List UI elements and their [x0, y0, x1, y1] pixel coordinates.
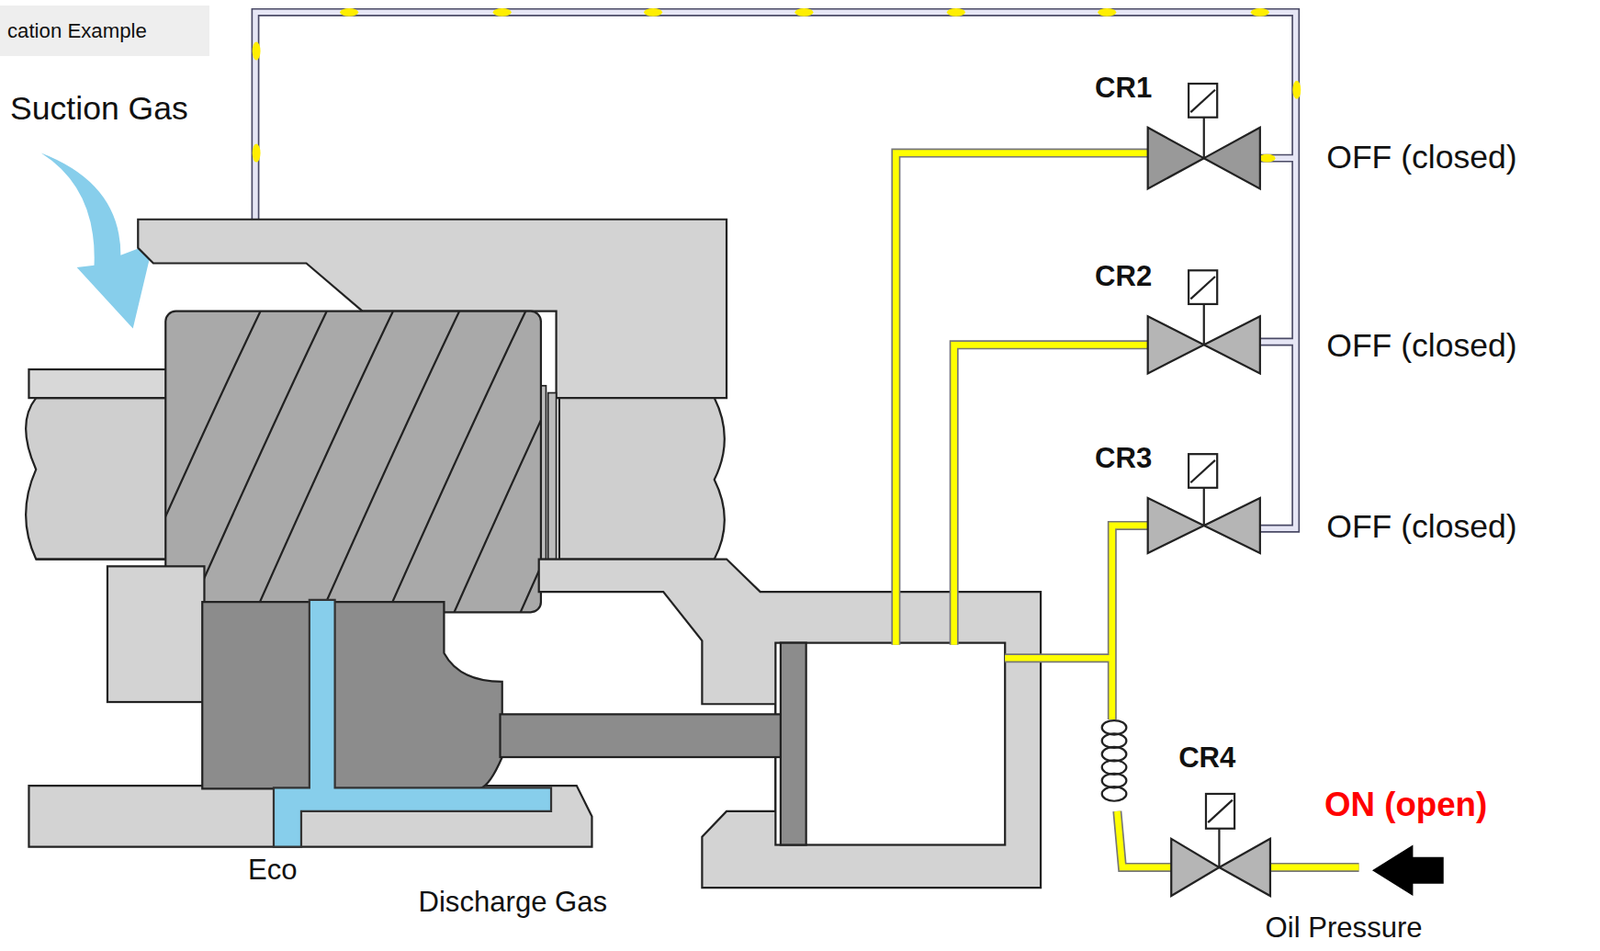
- eco-channel: [273, 599, 552, 847]
- suction-arrow: [41, 153, 154, 329]
- part-label: CR1: [1094, 71, 1152, 105]
- part-label: CR2: [1094, 259, 1152, 293]
- part-label: Eco: [247, 853, 298, 887]
- part-label: Discharge Gas: [417, 885, 608, 919]
- left-shaft: [25, 369, 169, 560]
- part-label: OFF (closed): [1326, 326, 1517, 365]
- part-label: CR3: [1094, 441, 1152, 475]
- screw-rotor: [165, 311, 541, 613]
- shaft-ring: [548, 393, 557, 560]
- piston: [780, 642, 807, 846]
- slide-valve: [202, 601, 502, 789]
- part-label: Oil Pressure: [1265, 911, 1423, 945]
- oil-droplets: [252, 8, 1302, 163]
- title-text: cation Example: [7, 19, 201, 44]
- title-tab: cation Example: [0, 5, 210, 57]
- solenoid-valve: [1148, 270, 1261, 373]
- part-label: ON (open): [1324, 785, 1488, 824]
- part-label: Suction Gas: [10, 90, 189, 128]
- solenoid-valve: [1148, 83, 1261, 189]
- part-label: OFF (closed): [1326, 138, 1517, 177]
- shaft-bearing: [28, 369, 169, 398]
- part-label: OFF (closed): [1326, 507, 1517, 546]
- lower-housing: [107, 565, 204, 702]
- flex-hose: [1102, 720, 1127, 801]
- rotor-helix: [165, 311, 541, 613]
- piston-rod: [500, 713, 785, 757]
- oil-lines: [895, 153, 1359, 868]
- right-shaft: [559, 397, 725, 559]
- cylinder-chamber: [775, 642, 1005, 846]
- solenoid-valve: [1171, 793, 1271, 896]
- pressure-arrow: [1372, 845, 1444, 897]
- solenoid-valve: [1148, 453, 1261, 553]
- part-label: CR4: [1178, 741, 1236, 775]
